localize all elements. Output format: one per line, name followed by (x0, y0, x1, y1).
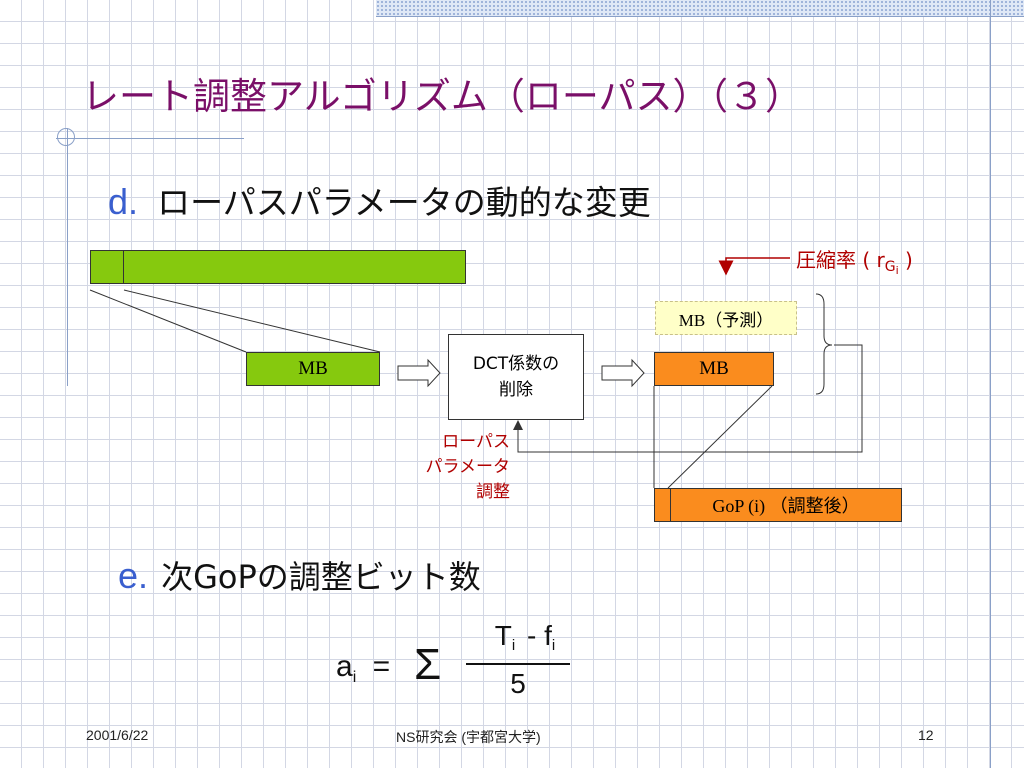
compression-rate-label: 圧縮率 ( rGi ) (796, 244, 913, 277)
lowpass-line2: パラメータ (425, 457, 511, 477)
frame-line-mid (56, 138, 244, 139)
formula-f-sub: i (551, 637, 556, 654)
mb-left-box: MB (246, 352, 380, 386)
top-pattern (376, 0, 1024, 16)
gop-divider (655, 489, 671, 521)
frame-line-top (376, 16, 1024, 17)
frame-bar-divider (123, 250, 124, 284)
formula-a-sub: i (352, 669, 357, 686)
slide-title: レート調整アルゴリズム（ローパス）（３） (82, 75, 803, 118)
formula-lhs: ai = (336, 650, 391, 686)
formula-a: a (336, 650, 353, 683)
frame-line-right (990, 0, 991, 768)
lowpass-param-label: ローパス パラメータ 調整 (400, 430, 511, 505)
frame-circle (57, 128, 75, 146)
formula-equals: = (372, 650, 391, 683)
mb-right-box: MB (654, 352, 774, 386)
bullet-e-text: 次GoPの調整ビット数 (161, 558, 481, 596)
dct-line2: 削除 (499, 380, 533, 400)
footer-center: NS研究会 (宇都宮大学) (396, 729, 541, 745)
formula-T-sub: i (511, 637, 516, 654)
compression-rate-subsub: i (895, 264, 899, 277)
formula-minus-f: - f (527, 620, 552, 651)
formula-numerator: Ti - fi (478, 620, 572, 654)
frame-bar (90, 250, 466, 284)
formula-denominator: 5 (510, 668, 526, 699)
compression-rate-text: 圧縮率 ( r (796, 248, 885, 272)
dct-removal-box: DCT係数の 削除 (448, 334, 584, 420)
sigma-symbol: Σ (414, 640, 442, 689)
bullet-e-letter: e. (118, 555, 149, 596)
formula-T: T (494, 620, 512, 651)
gop-adjusted-box: GoP (i) （調整後） (654, 488, 902, 522)
bullet-e: e. 次GoPの調整ビット数 (118, 552, 481, 598)
fraction-bar (466, 663, 570, 665)
compression-rate-sub: G (884, 259, 896, 275)
dct-line1: DCT係数の (472, 354, 560, 374)
footer-date: 2001/6/22 (86, 727, 149, 743)
mb-prediction-box: MB（予測） (655, 301, 797, 335)
lowpass-line1: ローパス (442, 432, 510, 452)
bullet-d-letter: d. (108, 181, 139, 222)
footer-page-number: 12 (918, 727, 934, 743)
compression-rate-close: ) (898, 248, 913, 272)
gop-label: GoP (i) （調整後） (712, 496, 860, 516)
lowpass-line3: 調整 (476, 482, 510, 502)
bullet-d-text: ローパスパラメータの動的な変更 (157, 183, 651, 222)
formula: ai = Σ Ti - fi 5 (336, 620, 596, 710)
frame-line-left (67, 128, 68, 386)
bullet-d: d. ローパスパラメータの動的な変更 (108, 176, 651, 224)
